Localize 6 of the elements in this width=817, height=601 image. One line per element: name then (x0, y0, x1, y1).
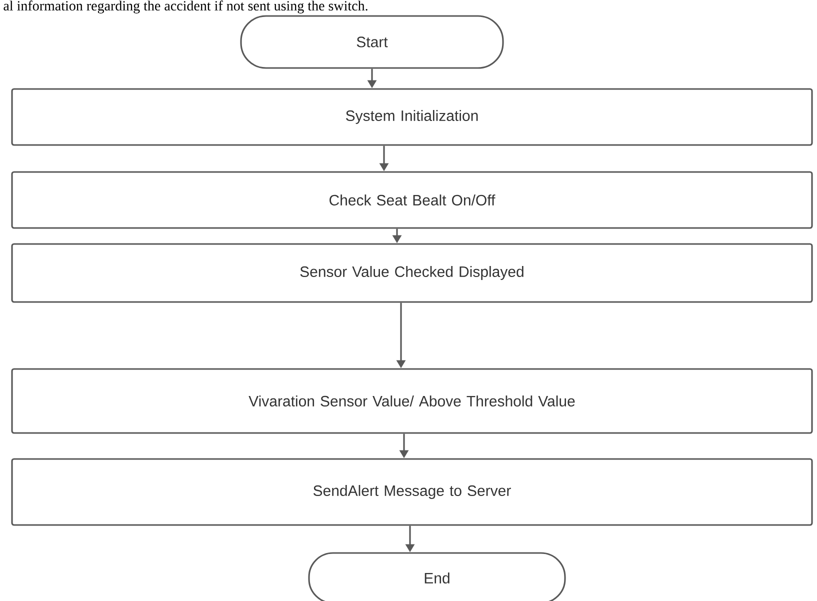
process-box: Check Seat Bealt On/Off (11, 171, 813, 229)
note-text: al information regarding the accident if not sent using the switch. (4, 0, 368, 14)
process-box: Sensor Value Checked Displayed (11, 243, 813, 303)
process-box: SendAlert Message to Server (11, 458, 813, 526)
process-box: System Initialization (11, 88, 813, 146)
process-box: Vivaration Sensor Value/ Above Threshold Value (11, 368, 813, 434)
